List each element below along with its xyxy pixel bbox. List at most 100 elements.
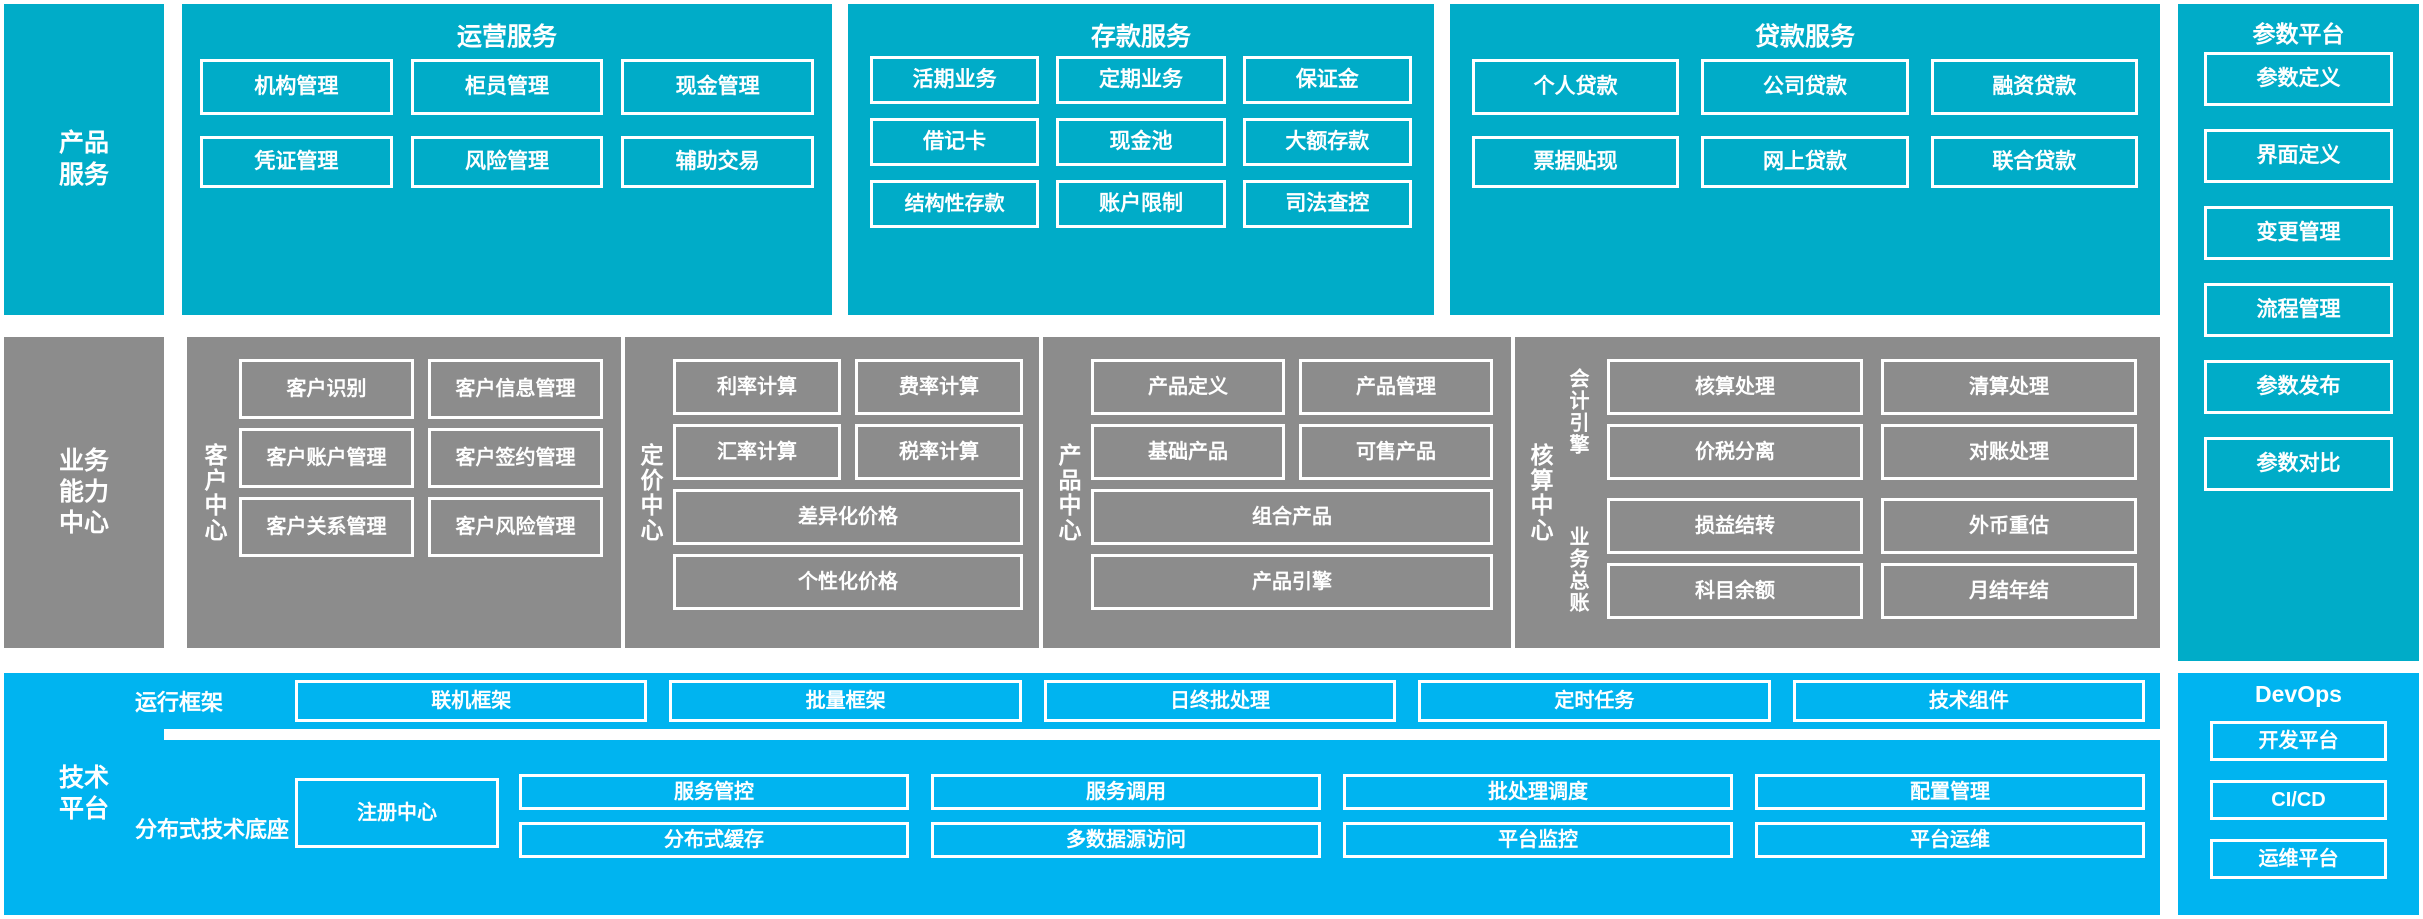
row-label-product-services: 产品 服务 xyxy=(4,4,164,315)
tile-operation-3[interactable]: 凭证管理 xyxy=(200,136,393,188)
panel-title-operation-services: 运营服务 xyxy=(456,23,557,51)
tile-loan-3[interactable]: 票据贴现 xyxy=(1472,136,1680,188)
tile-parameter-2[interactable]: 变更管理 xyxy=(2204,206,2393,260)
tile-run-2[interactable]: 日终批处理 xyxy=(1043,680,1397,722)
row-label-line-1: 产品 xyxy=(58,129,109,158)
tile-pricing-wide-1[interactable]: 个性化价格 xyxy=(673,554,1023,610)
row2-label-line-2: 能力 xyxy=(58,477,109,506)
tile-pricing-2[interactable]: 汇率计算 xyxy=(673,424,841,480)
tile-base-3[interactable]: 配置管理 xyxy=(1755,774,2145,810)
tile-parameter-5[interactable]: 参数对比 xyxy=(2204,437,2393,491)
panel-operation-services: 运营服务 机构管理 柜员管理 现金管理 凭证管理 风险管理 辅助交易 xyxy=(182,4,832,315)
tile-parameter-1[interactable]: 界面定义 xyxy=(2204,129,2393,183)
tile-ledger-1[interactable]: 外币重估 xyxy=(1881,498,2137,554)
tile-parameter-3[interactable]: 流程管理 xyxy=(2204,283,2393,337)
tile-run-0[interactable]: 联机框架 xyxy=(295,680,648,722)
tile-registry-center[interactable]: 注册中心 xyxy=(295,778,499,848)
label-run-framework: 运行框架 xyxy=(135,690,224,715)
tile-accounting-0[interactable]: 核算处理 xyxy=(1607,359,1863,415)
tile-deposit-1[interactable]: 定期业务 xyxy=(1056,56,1226,104)
tile-base-6[interactable]: 平台监控 xyxy=(1343,822,1733,858)
row2-label-line-3: 中心 xyxy=(58,509,109,538)
tile-pricing-0[interactable]: 利率计算 xyxy=(673,359,841,415)
tile-base-4[interactable]: 分布式缓存 xyxy=(519,822,909,858)
tile-deposit-3[interactable]: 借记卡 xyxy=(870,118,1040,166)
tile-deposit-5[interactable]: 大额存款 xyxy=(1242,118,1412,166)
tile-base-5[interactable]: 多数据源访问 xyxy=(931,822,1321,858)
panel-accounting-center: 核算中心 会计引擎 业务总账 核算处理 清算处理 价税分离 对账处理 损益结转 … xyxy=(1515,337,2160,648)
panel-devops: DevOps 开发平台 CI/CD 运维平台 xyxy=(2178,673,2419,915)
tile-customer-5[interactable]: 客户风险管理 xyxy=(428,497,603,557)
tile-devops-1[interactable]: CI/CD xyxy=(2210,780,2387,820)
tile-pricing-wide-0[interactable]: 差异化价格 xyxy=(673,489,1023,545)
panel-product-center: 产品中心 产品定义 产品管理 基础产品 可售产品 组合产品 产品引擎 xyxy=(1043,337,1511,648)
tile-product-1[interactable]: 产品管理 xyxy=(1299,359,1493,415)
tile-loan-5[interactable]: 联合贷款 xyxy=(1930,136,2138,188)
row3-label-line-1: 技术 xyxy=(58,763,109,792)
row2-label-line-1: 业务 xyxy=(58,446,109,475)
tile-run-1[interactable]: 批量框架 xyxy=(669,680,1022,722)
tile-base-2[interactable]: 批处理调度 xyxy=(1343,774,1733,810)
row-label-business-capability-center: 业务 能力 中心 xyxy=(4,337,164,648)
tile-accounting-3[interactable]: 对账处理 xyxy=(1881,424,2137,480)
panel-title-deposit-services: 存款服务 xyxy=(1090,23,1191,51)
tile-base-0[interactable]: 服务管控 xyxy=(519,774,909,810)
panel-pricing-center: 定价中心 利率计算 费率计算 汇率计算 税率计算 差异化价格 个性化价格 xyxy=(625,337,1039,648)
tile-accounting-1[interactable]: 清算处理 xyxy=(1881,359,2137,415)
tile-devops-2[interactable]: 运维平台 xyxy=(2210,839,2387,879)
tile-accounting-2[interactable]: 价税分离 xyxy=(1607,424,1863,480)
tile-base-7[interactable]: 平台运维 xyxy=(1755,822,2145,858)
row-label-line-2: 服务 xyxy=(58,160,109,189)
vlabel-product-center: 产品中心 xyxy=(1055,442,1081,543)
tile-operation-5[interactable]: 辅助交易 xyxy=(621,136,815,188)
tile-loan-0[interactable]: 个人贷款 xyxy=(1472,59,1680,115)
tile-run-3[interactable]: 定时任务 xyxy=(1418,680,1771,722)
vlabel-accounting-center: 核算中心 xyxy=(1527,442,1553,543)
tile-product-wide-0[interactable]: 组合产品 xyxy=(1091,489,1493,545)
tile-deposit-7[interactable]: 账户限制 xyxy=(1056,180,1226,228)
tile-pricing-1[interactable]: 费率计算 xyxy=(855,359,1023,415)
tile-deposit-6[interactable]: 结构性存款 xyxy=(870,180,1040,228)
vlabel-accounting-engine: 会计引擎 xyxy=(1566,367,1588,456)
vlabel-general-ledger: 业务总账 xyxy=(1566,526,1588,614)
tile-product-3[interactable]: 可售产品 xyxy=(1299,424,1493,480)
tile-customer-3[interactable]: 客户签约管理 xyxy=(428,428,603,488)
tile-customer-0[interactable]: 客户识别 xyxy=(239,359,414,419)
tile-parameter-4[interactable]: 参数发布 xyxy=(2204,360,2393,414)
tile-deposit-2[interactable]: 保证金 xyxy=(1242,56,1412,104)
tile-ledger-2[interactable]: 科目余额 xyxy=(1607,563,1863,619)
tile-product-2[interactable]: 基础产品 xyxy=(1091,424,1285,480)
panel-title-loan-services: 贷款服务 xyxy=(1754,23,1855,51)
tile-ledger-0[interactable]: 损益结转 xyxy=(1607,498,1863,554)
tile-deposit-8[interactable]: 司法查控 xyxy=(1242,180,1412,228)
tile-loan-4[interactable]: 网上贷款 xyxy=(1701,136,1909,188)
panel-title-devops: DevOps xyxy=(2255,681,2342,707)
tile-ledger-3[interactable]: 月结年结 xyxy=(1881,563,2137,619)
tile-operation-1[interactable]: 柜员管理 xyxy=(410,59,604,115)
panel-title-parameter-platform: 参数平台 xyxy=(2252,21,2345,47)
tile-customer-2[interactable]: 客户账户管理 xyxy=(239,428,414,488)
tile-deposit-4[interactable]: 现金池 xyxy=(1056,118,1226,166)
tile-operation-0[interactable]: 机构管理 xyxy=(200,59,393,115)
tile-parameter-0[interactable]: 参数定义 xyxy=(2204,52,2393,106)
vlabel-pricing-center: 定价中心 xyxy=(637,442,663,543)
tile-loan-1[interactable]: 公司贷款 xyxy=(1701,59,1909,115)
tile-base-1[interactable]: 服务调用 xyxy=(931,774,1321,810)
tile-customer-4[interactable]: 客户关系管理 xyxy=(239,497,414,557)
tile-product-0[interactable]: 产品定义 xyxy=(1091,359,1285,415)
tile-deposit-0[interactable]: 活期业务 xyxy=(870,56,1040,104)
tile-product-wide-1[interactable]: 产品引擎 xyxy=(1091,554,1493,610)
tile-devops-0[interactable]: 开发平台 xyxy=(2210,721,2387,761)
tile-pricing-3[interactable]: 税率计算 xyxy=(855,424,1023,480)
panel-deposit-services: 存款服务 活期业务 定期业务 保证金 借记卡 现金池 大额存款 结构性存款 账户… xyxy=(848,4,1434,315)
row3-label-line-2: 平台 xyxy=(58,795,109,823)
tile-loan-2[interactable]: 融资贷款 xyxy=(1930,59,2138,115)
tile-customer-1[interactable]: 客户信息管理 xyxy=(428,359,603,419)
tile-run-4[interactable]: 技术组件 xyxy=(1792,680,2146,722)
tile-operation-2[interactable]: 现金管理 xyxy=(621,59,815,115)
panel-distributed-base: 分布式技术底座 注册中心 服务管控 服务调用 批处理调度 配置管理 分布式缓存 … xyxy=(117,740,2160,915)
tile-operation-4[interactable]: 风险管理 xyxy=(410,136,604,188)
panel-customer-center: 客户中心 客户识别 客户信息管理 客户账户管理 客户签约管理 客户关系管理 客户… xyxy=(187,337,621,648)
panel-parameter-platform: 参数平台 参数定义 界面定义 变更管理 流程管理 参数发布 参数对比 xyxy=(2178,4,2419,661)
